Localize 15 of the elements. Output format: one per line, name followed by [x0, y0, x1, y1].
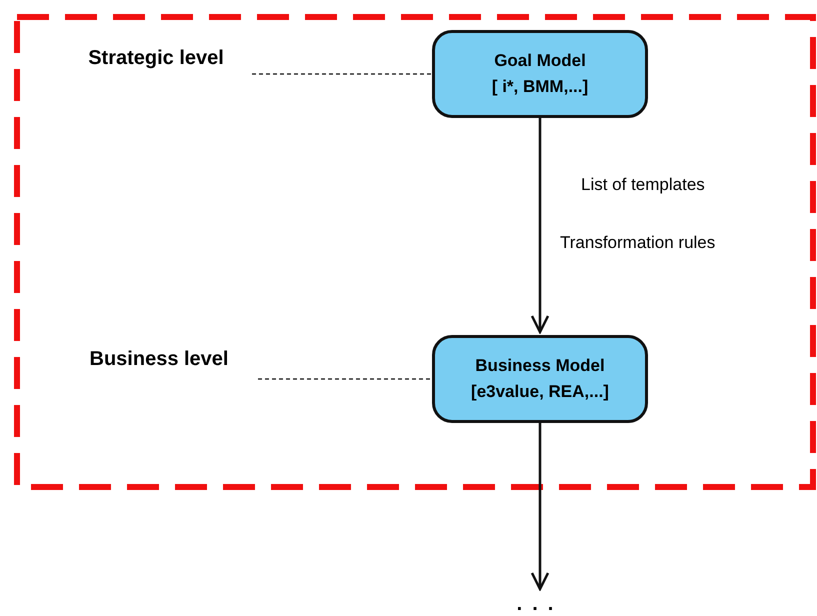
- arrow: [530, 118, 550, 334]
- leader-line: [258, 378, 432, 380]
- level-label: Business level: [90, 348, 228, 370]
- model-examples: [ i*, BMM,...]: [492, 76, 588, 98]
- model-title: Business Model: [475, 355, 605, 377]
- leader-line: [252, 73, 432, 75]
- model-box: [432, 30, 648, 118]
- model-box: [432, 335, 648, 423]
- model-title: Goal Model: [494, 50, 586, 72]
- ellipsis-text: ...: [516, 592, 564, 616]
- level-label: Strategic level: [88, 46, 224, 70]
- edge-annotation: List of templates: [581, 175, 705, 195]
- model-examples: [e3value, REA,...]: [471, 381, 609, 403]
- edge-annotation: Transformation rules: [560, 233, 716, 253]
- arrow: [530, 423, 550, 590]
